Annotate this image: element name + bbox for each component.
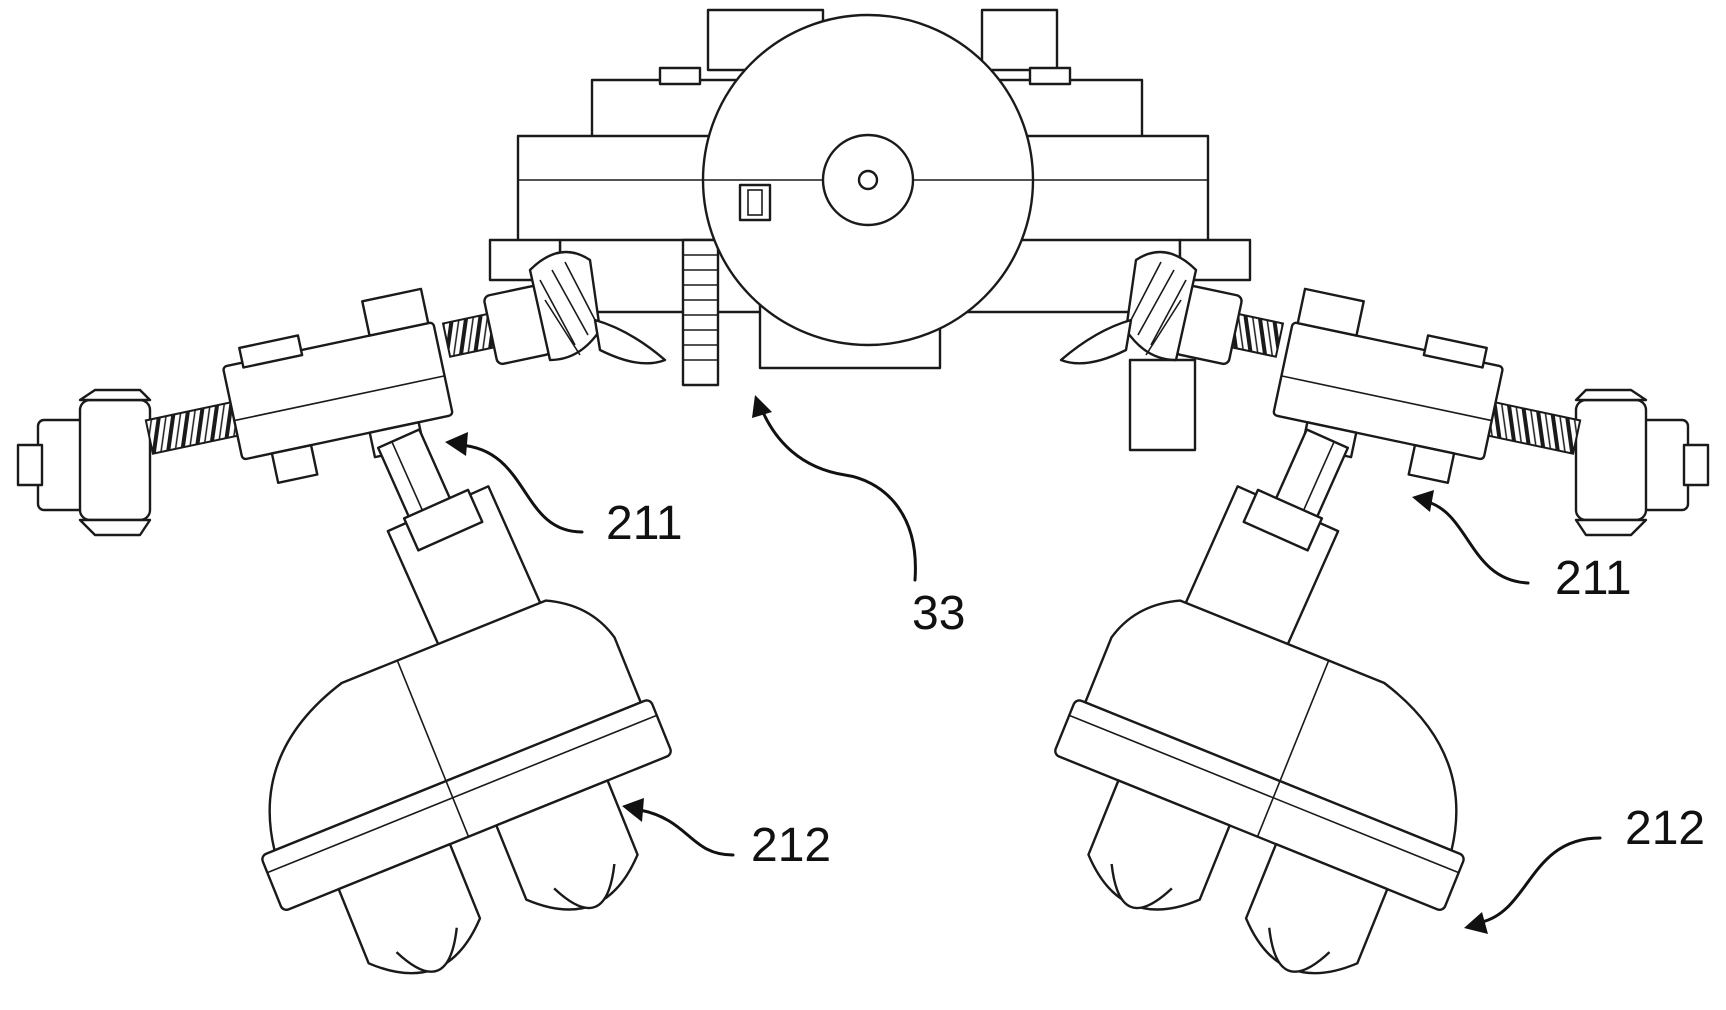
right-arm <box>1011 252 1708 1010</box>
label-211-right: 211 <box>1555 555 1632 603</box>
leader-212-right <box>1464 838 1600 934</box>
label-33: 33 <box>912 590 965 638</box>
central-housing <box>490 10 1250 450</box>
label-212-left: 212 <box>751 822 831 870</box>
label-211-left: 211 <box>606 500 683 548</box>
leader-33 <box>752 395 915 580</box>
leader-212-left <box>622 798 733 855</box>
left-arm <box>18 252 715 1010</box>
leader-211-right <box>1412 490 1528 583</box>
label-212-right: 212 <box>1625 805 1705 853</box>
